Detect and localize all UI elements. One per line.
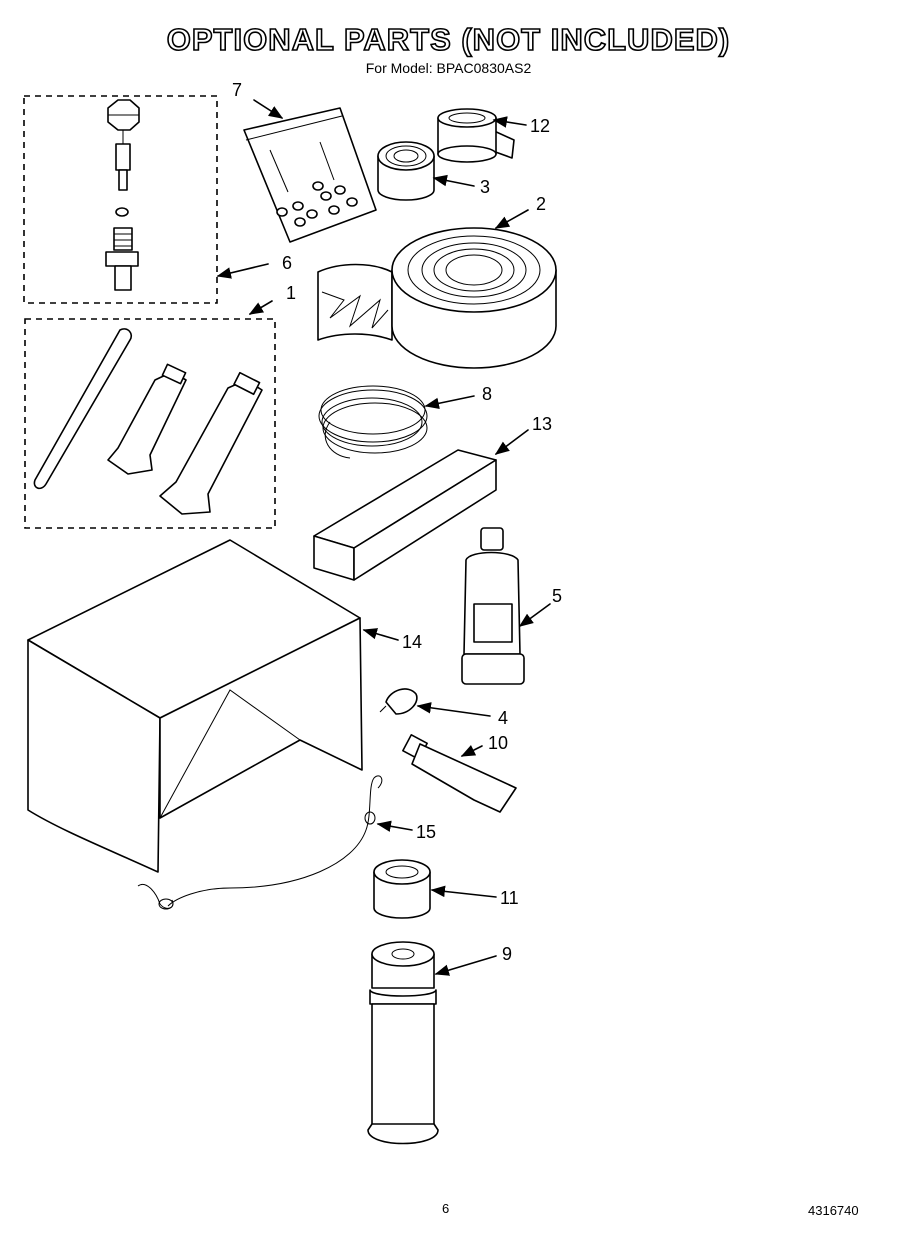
callout-part-7: 7 <box>232 80 242 100</box>
cylinder-cap-illustration <box>373 859 431 919</box>
page-title: OPTIONAL PARTS (NOT INCLUDED) <box>166 21 731 58</box>
callout-part-6: 6 <box>282 253 292 273</box>
callout-part-10: 10 <box>488 733 508 753</box>
hardware-bag-illustration <box>243 107 377 243</box>
unit-cover-illustration <box>27 539 363 873</box>
bottle-illustration <box>461 527 525 685</box>
sensor-bulb-illustration <box>379 688 418 715</box>
seal-kit-illustration <box>24 318 276 529</box>
drain-valve-kit-illustration <box>23 95 218 304</box>
insulation-roll-illustration <box>317 227 557 369</box>
page-number: 6 <box>442 1201 450 1216</box>
callout-part-9: 9 <box>502 944 512 964</box>
callout-part-8: 8 <box>482 384 492 404</box>
foam-roll-illustration <box>377 141 435 201</box>
callout-part-11: 11 <box>500 888 519 908</box>
small-tube-illustration <box>402 734 517 813</box>
callout-part-13: 13 <box>532 414 552 434</box>
callout-part-12: 12 <box>530 116 550 136</box>
leader-arrows <box>216 99 551 976</box>
callout-part-2: 2 <box>536 194 546 214</box>
callout-part-1: 1 <box>286 283 296 303</box>
callout-part-15: 15 <box>416 822 436 842</box>
foam-strip-illustration <box>313 449 497 581</box>
hook-wire-illustration <box>137 775 383 910</box>
callout-part-3: 3 <box>480 177 490 197</box>
callout-part-5: 5 <box>552 586 562 606</box>
wire-coil-illustration <box>318 385 428 459</box>
callout-part-4: 4 <box>498 708 508 728</box>
document-number: 4316740 <box>808 1203 859 1218</box>
tape-roll-illustration <box>437 108 515 163</box>
callout-part-14: 14 <box>402 632 422 652</box>
callout-labels: 1 2 3 4 5 6 7 8 9 10 11 12 13 14 15 <box>232 80 562 964</box>
model-subtitle: For Model: BPAC0830AS2 <box>365 60 532 76</box>
canister-illustration <box>367 941 439 1145</box>
